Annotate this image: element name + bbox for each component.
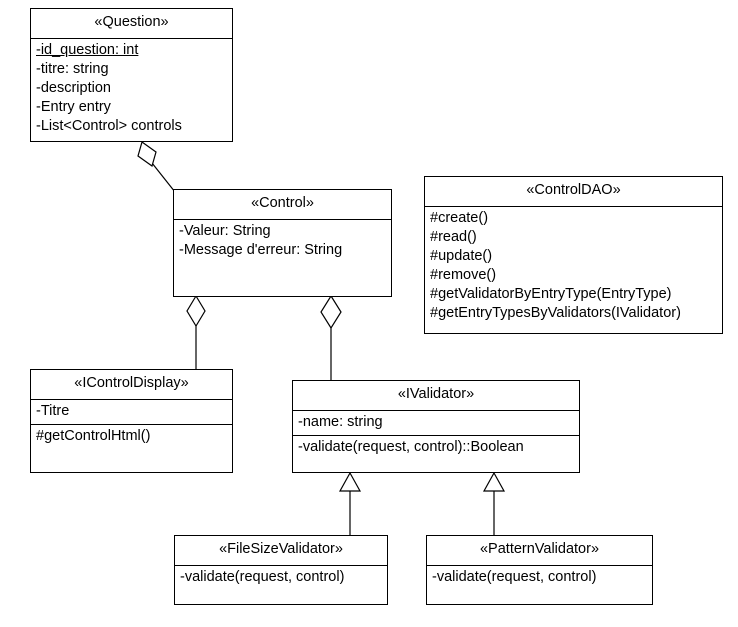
- class-name-question: «Question»: [31, 9, 232, 39]
- hollow-diamond-control-validator: [320, 294, 342, 330]
- relationship-filesizevalidator-ivalidator: [338, 471, 362, 535]
- hollow-diamond-control-display: [186, 294, 206, 328]
- operation-validate-pattern: -validate(request, control): [432, 568, 597, 585]
- attribute-entry: -Entry entry: [36, 98, 111, 115]
- class-box-ivalidator[interactable]: «IValidator» -name: string -validate(req…: [292, 380, 580, 473]
- attribute-id-question: -id_question: int: [36, 41, 139, 58]
- operations-compartment-ivalidator: -validate(request, control)::Boolean: [293, 436, 579, 472]
- attributes-compartment-ivalidator: -name: string: [293, 411, 579, 436]
- class-name-pattern-validator: «PatternValidator»: [427, 536, 652, 566]
- class-box-question[interactable]: «Question» -id_question: int -titre: str…: [30, 8, 233, 142]
- attribute-valeur: -Valeur: String: [179, 222, 271, 239]
- aggregation-line-question-control: [151, 162, 176, 193]
- operations-compartment-pattern-validator: -validate(request, control): [427, 566, 652, 604]
- class-box-icontrol-display[interactable]: «IControlDisplay» -Titre #getControlHtml…: [30, 369, 233, 473]
- operation-remove: #remove(): [430, 266, 497, 283]
- class-name-control-dao: «ControlDAO»: [425, 177, 722, 207]
- class-name-icontrol-display: «IControlDisplay»: [31, 370, 232, 400]
- operation-update: #update(): [430, 247, 493, 264]
- operation-get-validator-by-entry-type: #getValidatorByEntryType(EntryType): [430, 286, 672, 303]
- attribute-description: -description: [36, 79, 111, 96]
- class-box-pattern-validator[interactable]: «PatternValidator» -validate(request, co…: [426, 535, 653, 605]
- class-box-control-dao[interactable]: «ControlDAO» #create() #read() #update()…: [424, 176, 723, 334]
- operation-validate-boolean: -validate(request, control)::Boolean: [298, 438, 524, 455]
- class-name-file-size-validator: «FileSizeValidator»: [175, 536, 387, 566]
- attribute-titre: -titre: string: [36, 60, 109, 77]
- hollow-diamond-question: [137, 141, 157, 167]
- operation-read: #read(): [430, 228, 477, 245]
- relationship-question-control: [137, 141, 176, 193]
- operation-get-entry-types-by-validators: #getEntryTypesByValidators(IValidator): [430, 305, 681, 322]
- relationship-patternvalidator-ivalidator: [482, 471, 506, 535]
- hollow-triangle-filesize: [338, 471, 362, 492]
- attribute-titre-display: -Titre: [36, 402, 70, 419]
- class-name-control: «Control»: [174, 190, 391, 220]
- attribute-controls: -List<Control> controls: [36, 118, 182, 135]
- operations-compartment-control-dao: #create() #read() #update() #remove() #g…: [425, 207, 722, 333]
- attribute-message-erreur: -Message d'erreur: String: [179, 241, 343, 258]
- operation-get-control-html: #getControlHtml(): [36, 427, 151, 444]
- operation-create: #create(): [430, 209, 489, 226]
- class-name-ivalidator: «IValidator»: [293, 381, 579, 411]
- attribute-name: -name: string: [298, 413, 383, 430]
- class-box-file-size-validator[interactable]: «FileSizeValidator» -validate(request, c…: [174, 535, 388, 605]
- attributes-compartment-question: -id_question: int -titre: string -descri…: [31, 39, 232, 141]
- operations-compartment-icontrol-display: #getControlHtml(): [31, 425, 232, 472]
- attributes-compartment-control: -Valeur: String -Message d'erreur: Strin…: [174, 220, 391, 296]
- class-box-control[interactable]: «Control» -Valeur: String -Message d'err…: [173, 189, 392, 297]
- operation-validate-file-size: -validate(request, control): [180, 568, 345, 585]
- relationship-control-ivalidator: [320, 294, 342, 380]
- hollow-triangle-pattern: [482, 471, 506, 492]
- relationship-control-icontroldisplay: [186, 294, 206, 369]
- operations-compartment-file-size-validator: -validate(request, control): [175, 566, 387, 604]
- attributes-compartment-icontrol-display: -Titre: [31, 400, 232, 425]
